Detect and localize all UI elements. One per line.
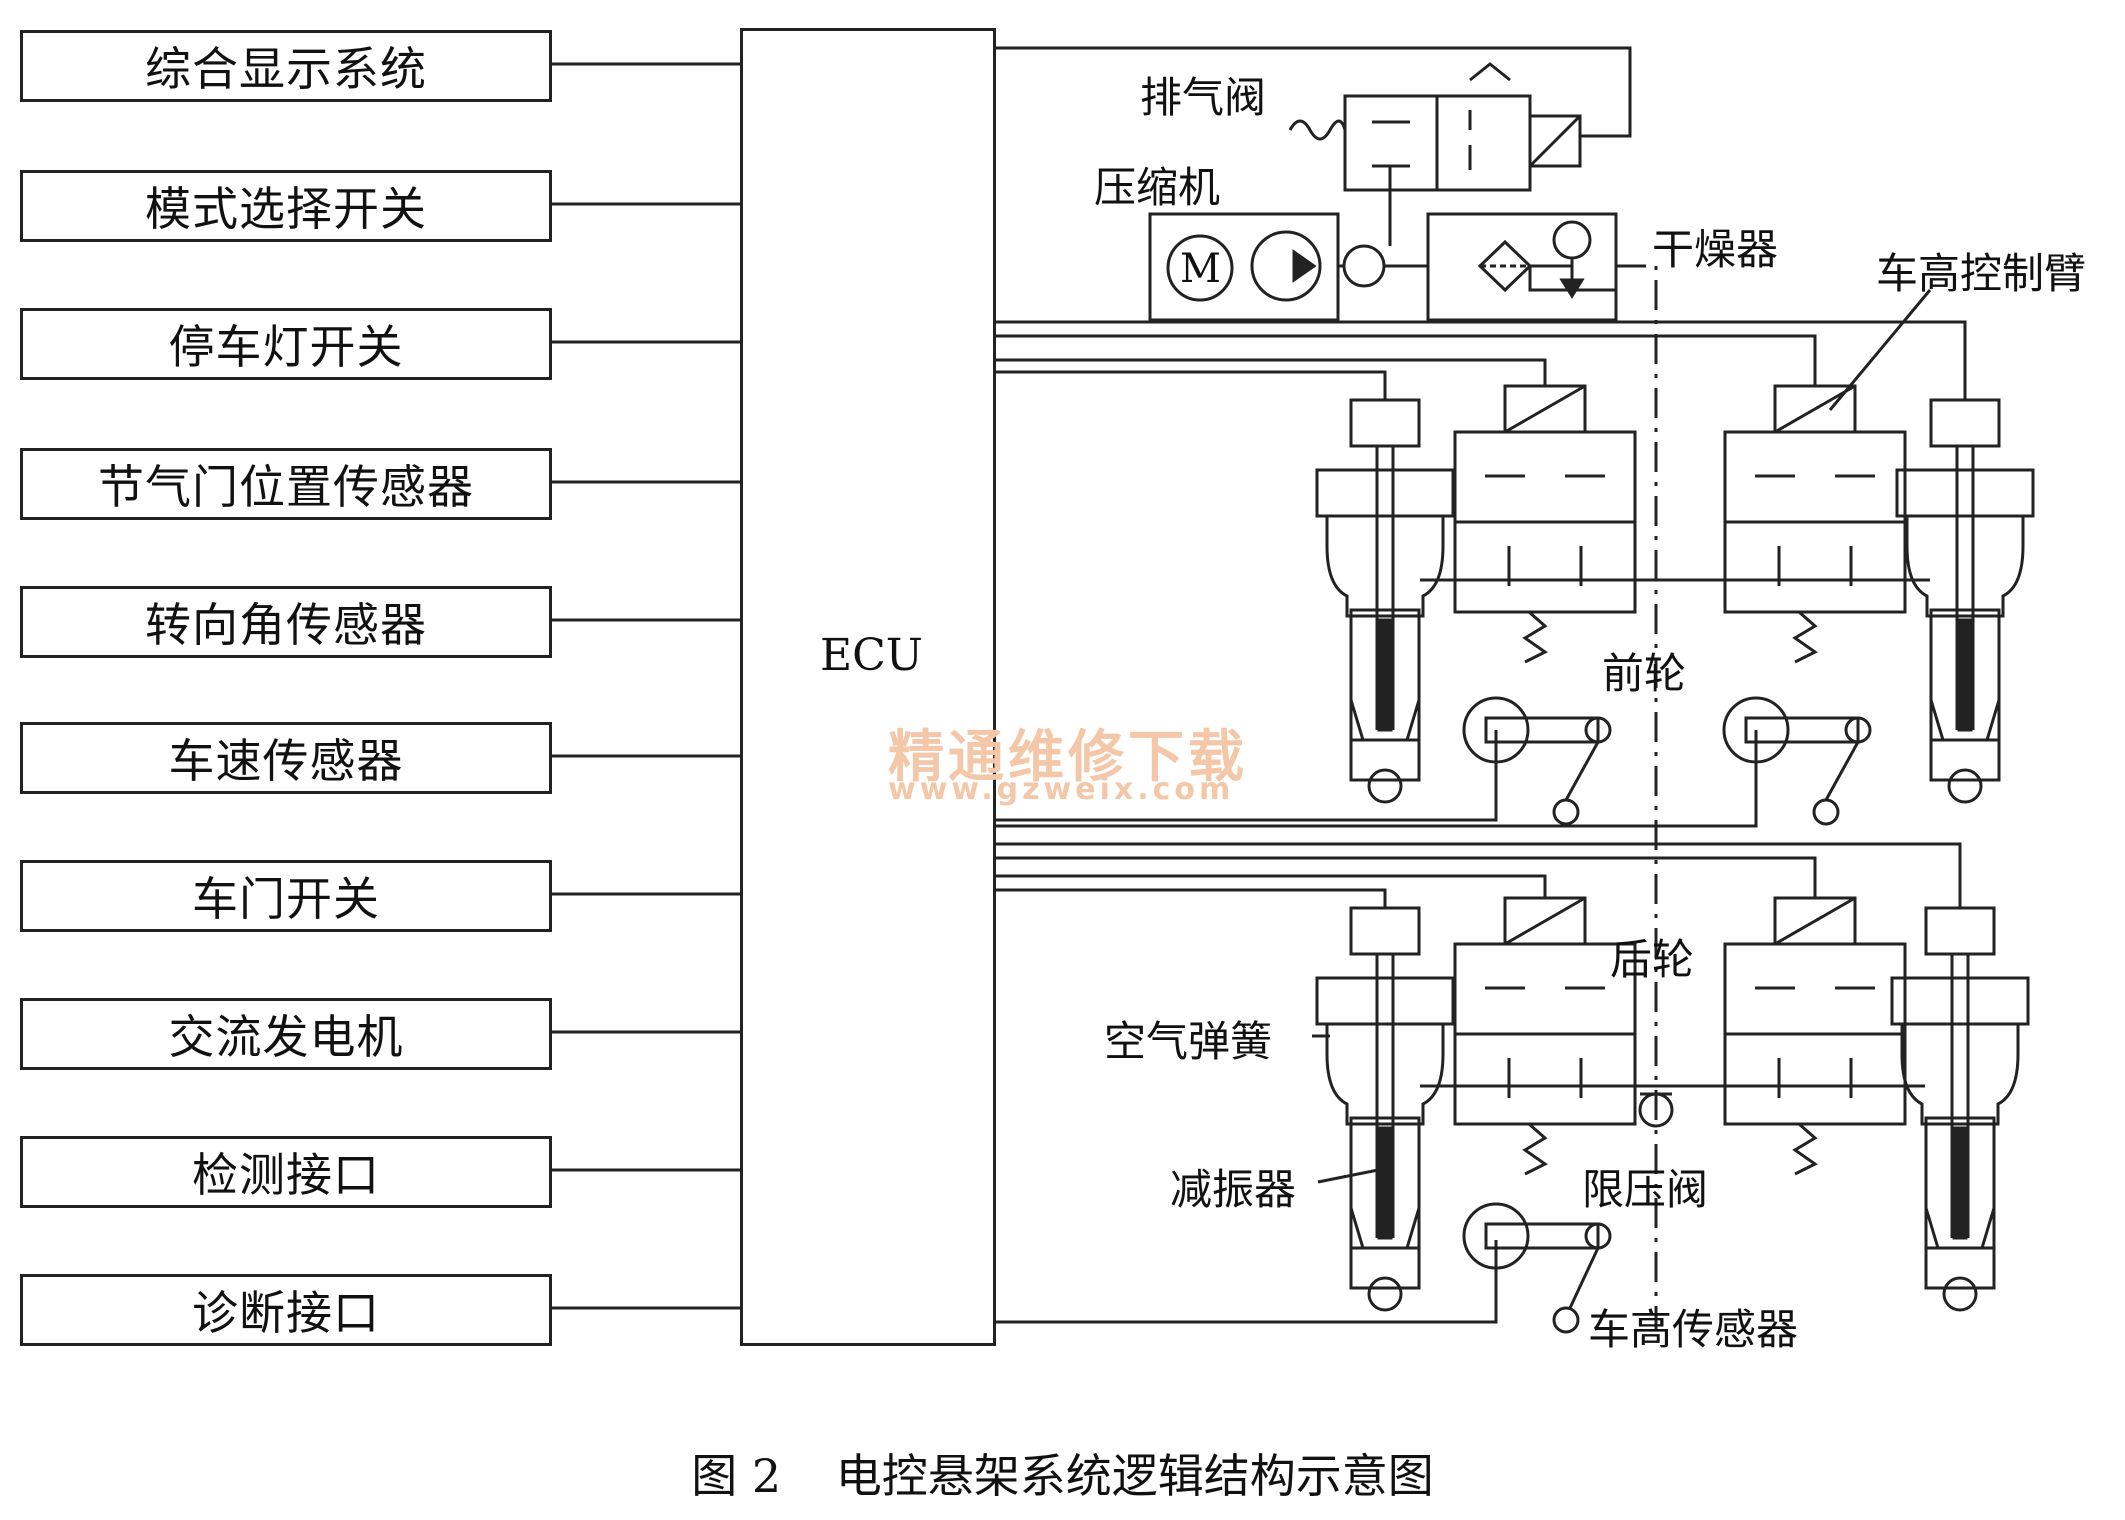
input-label: 模式选择开关 bbox=[145, 182, 427, 236]
dryer-label: 干燥器 bbox=[1652, 225, 1779, 274]
rear-wires bbox=[996, 842, 1962, 908]
front-left-height-sensor bbox=[1462, 696, 1612, 826]
rear-left-strut bbox=[1315, 906, 1455, 1312]
compressor-symbol bbox=[1148, 190, 1428, 322]
rear-sensor-wire bbox=[996, 1240, 1498, 1324]
input-box-steering-sensor: 转向角传感器 bbox=[20, 586, 552, 658]
motor-symbol-label: M bbox=[1180, 246, 1221, 292]
input-box-door-switch: 车门开关 bbox=[20, 860, 552, 932]
input-box-throttle-sensor: 节气门位置传感器 bbox=[20, 448, 552, 520]
damper-leader bbox=[1317, 1168, 1379, 1184]
input-label: 转向角传感器 bbox=[145, 598, 427, 652]
exhaust-valve-symbol bbox=[1288, 62, 1582, 192]
input-box-stop-lamp-switch: 停车灯开关 bbox=[20, 308, 552, 380]
input-label: 车门开关 bbox=[192, 872, 380, 926]
input-label: 车速传感器 bbox=[168, 734, 404, 788]
front-right-height-sensor bbox=[1722, 696, 1872, 826]
rear-wheel-label: 后轮 bbox=[1610, 935, 1695, 984]
input-label: 检测接口 bbox=[192, 1148, 380, 1202]
input-label: 交流发电机 bbox=[168, 1010, 404, 1064]
input-label: 节气门位置传感器 bbox=[98, 460, 474, 514]
input-box-mode-switch: 模式选择开关 bbox=[20, 170, 552, 242]
front-wheel-label: 前轮 bbox=[1602, 649, 1687, 698]
rear-left-level-valve bbox=[1453, 896, 1637, 1176]
ecu-to-exhaust-valve-wire bbox=[996, 46, 1632, 138]
height-arm-leader bbox=[1828, 289, 1932, 411]
damper-label: 减振器 bbox=[1170, 1165, 1297, 1214]
rear-height-sensor bbox=[1462, 1202, 1612, 1334]
input-box-speed-sensor: 车速传感器 bbox=[20, 722, 552, 794]
input-box-test-port: 检测接口 bbox=[20, 1136, 552, 1208]
input-label: 诊断接口 bbox=[192, 1286, 380, 1340]
watermark-text: 精通维修下载 bbox=[888, 725, 1248, 790]
front-sensor-wire-left bbox=[996, 730, 1498, 822]
height-arm-label: 车高控制臂 bbox=[1876, 249, 2087, 298]
ecu-box bbox=[740, 28, 996, 1346]
input-connector-lines bbox=[552, 62, 740, 1310]
figure-title: 电控悬架系统逻辑结构示意图 bbox=[835, 1449, 1434, 1503]
compressor-label: 压缩机 bbox=[1094, 163, 1221, 212]
ecu-label: ECU bbox=[820, 630, 923, 681]
input-label: 停车灯开关 bbox=[168, 320, 404, 374]
input-box-diagnostic-port: 诊断接口 bbox=[20, 1274, 552, 1346]
figure-number: 图 2 bbox=[691, 1449, 782, 1503]
front-right-strut bbox=[1895, 398, 2035, 804]
rear-right-level-valve bbox=[1723, 896, 1907, 1176]
rear-right-strut bbox=[1890, 906, 2030, 1312]
dryer-symbol bbox=[1426, 212, 1658, 1330]
input-label: 综合显示系统 bbox=[145, 42, 427, 96]
exhaust-valve-label: 排气阀 bbox=[1140, 73, 1267, 122]
front-wires bbox=[996, 320, 1967, 400]
watermark-url: www.gzweix.com bbox=[888, 772, 1235, 807]
figure-caption: 图 2 电控悬架系统逻辑结构示意图 bbox=[0, 1440, 2125, 1506]
input-box-integrated-display: 综合显示系统 bbox=[20, 30, 552, 102]
front-right-level-valve bbox=[1723, 384, 1907, 664]
input-box-alternator: 交流发电机 bbox=[20, 998, 552, 1070]
air-spring-label: 空气弹簧 bbox=[1104, 1017, 1273, 1066]
front-left-level-valve bbox=[1453, 384, 1637, 664]
front-left-strut bbox=[1315, 398, 1455, 804]
relief-valve-label: 限压阀 bbox=[1582, 1165, 1709, 1214]
height-sensor-label: 车高传感器 bbox=[1588, 1305, 1799, 1354]
